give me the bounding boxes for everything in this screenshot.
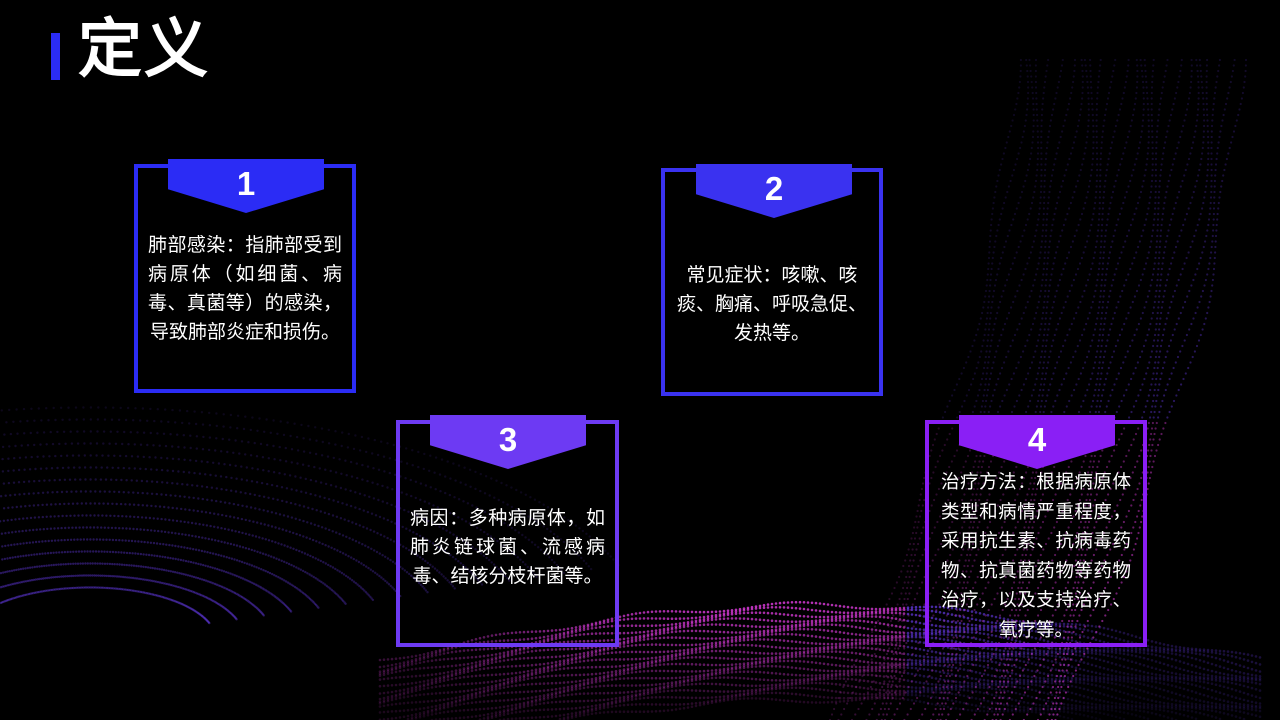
- page-title: 定义: [78, 13, 210, 87]
- card-number-2: 2: [764, 170, 784, 207]
- card-number-badge-4: 4: [959, 415, 1115, 469]
- definition-card-3: 3 病因：多种病原体，如肺炎链球菌、流感病毒、结核分枝杆菌等。: [396, 415, 619, 647]
- card-number-4: 4: [1027, 421, 1047, 458]
- definition-card-1: 1 肺部感染：指肺部受到病原体（如细菌、病毒、真菌等）的感染，导致肺部炎症和损伤…: [134, 159, 356, 393]
- card-text-1: 肺部感染：指肺部受到病原体（如细菌、病毒、真菌等）的感染，导致肺部炎症和损伤。: [148, 234, 342, 343]
- card-number-3: 3: [498, 421, 518, 458]
- card-number-1: 1: [236, 165, 256, 202]
- card-text-2: 常见症状：咳嗽、咳痰、胸痛、呼吸急促、发热等。: [676, 264, 867, 344]
- title-accent-bar: [51, 33, 60, 80]
- card-text-4: 治疗方法：根据病原体类型和病情严重程度，采用抗生素、抗病毒药物、抗真菌药物等药物…: [941, 472, 1131, 641]
- definition-card-4: 4 治疗方法：根据病原体类型和病情严重程度，采用抗生素、抗病毒药物、抗真菌药物等…: [925, 415, 1147, 647]
- card-number-badge-3: 3: [430, 415, 586, 469]
- card-number-badge-1: 1: [168, 159, 324, 213]
- card-text-3: 病因：多种病原体，如肺炎链球菌、流感病毒、结核分枝杆菌等。: [410, 507, 605, 587]
- card-number-badge-2: 2: [696, 164, 852, 218]
- definition-card-2: 2 常见症状：咳嗽、咳痰、胸痛、呼吸急促、发热等。: [661, 164, 883, 396]
